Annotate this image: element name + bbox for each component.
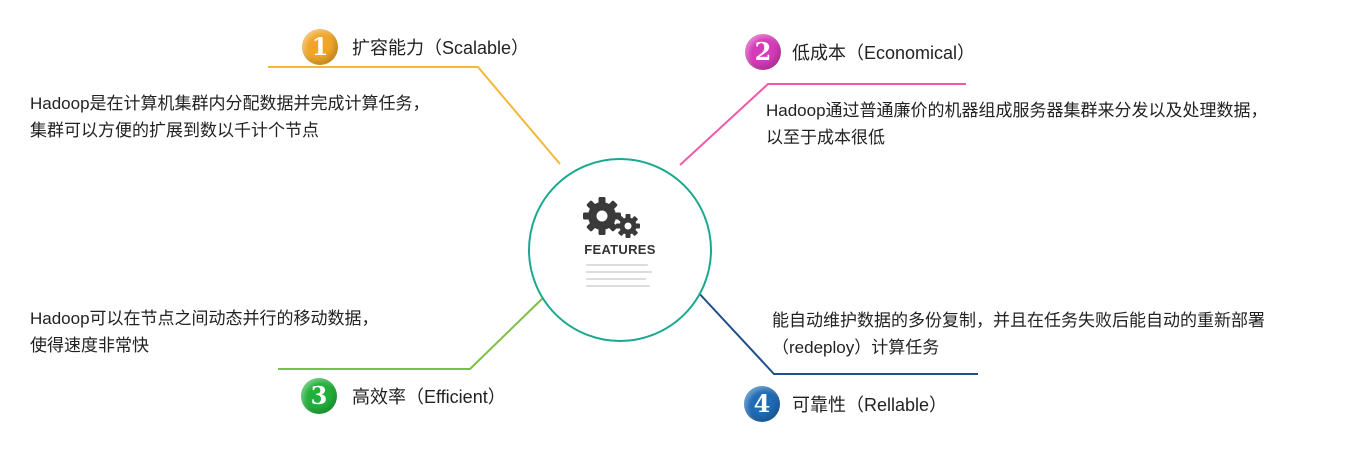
feature-title-efficient: 高效率（Efficient） — [352, 387, 506, 407]
feature-desc-line: （redeploy）计算任务 — [772, 338, 940, 357]
feature-desc-reliable: 能自动维护数据的多份复制，并且在任务失败后能自动的重新部署 （redeploy）… — [772, 307, 1265, 361]
features-label: FEATURES — [584, 242, 656, 257]
feature-desc-line: 集群可以方便的扩展到数以千计个节点 — [30, 121, 319, 140]
number-badge-4: 4 — [744, 386, 780, 422]
feature-title-reliable: 可靠性（Rellable） — [792, 395, 948, 415]
decorative-text-line — [586, 285, 650, 287]
feature-desc-line: Hadoop是在计算机集群内分配数据并完成计算任务， — [30, 94, 430, 113]
connector-reliable — [695, 289, 978, 375]
number-badge-3: 3 — [301, 378, 337, 414]
number-badge-1: 1 — [302, 29, 338, 65]
feature-desc-line: 使得速度非常快 — [30, 336, 149, 355]
features-hub: FEATURES — [528, 158, 712, 342]
feature-desc-scalable: Hadoop是在计算机集群内分配数据并完成计算任务， 集群可以方便的扩展到数以千… — [30, 90, 430, 144]
decorative-text-line — [586, 278, 646, 280]
connector-economical — [679, 83, 966, 166]
feature-desc-line: 能自动维护数据的多份复制，并且在任务失败后能自动的重新部署 — [772, 311, 1265, 330]
feature-desc-economical: Hadoop通过普通廉价的机器组成服务器集群来分发以及处理数据， 以至于成本很低 — [766, 97, 1268, 151]
connector-scalable — [268, 66, 561, 165]
decorative-text-line — [586, 271, 652, 273]
decorative-text-line — [586, 264, 648, 266]
feature-desc-line: Hadoop通过普通廉价的机器组成服务器集群来分发以及处理数据， — [766, 101, 1268, 120]
feature-desc-line: 以至于成本很低 — [766, 128, 885, 147]
feature-desc-efficient: Hadoop可以在节点之间动态并行的移动数据， 使得速度非常快 — [30, 305, 379, 359]
feature-title-scalable: 扩容能力（Scalable） — [352, 38, 530, 58]
number-badge-2: 2 — [745, 34, 781, 70]
feature-desc-line: Hadoop可以在节点之间动态并行的移动数据， — [30, 309, 379, 328]
gears-icon — [583, 197, 640, 238]
feature-title-economical: 低成本（Economical） — [792, 43, 976, 63]
connector-efficient — [278, 295, 546, 370]
